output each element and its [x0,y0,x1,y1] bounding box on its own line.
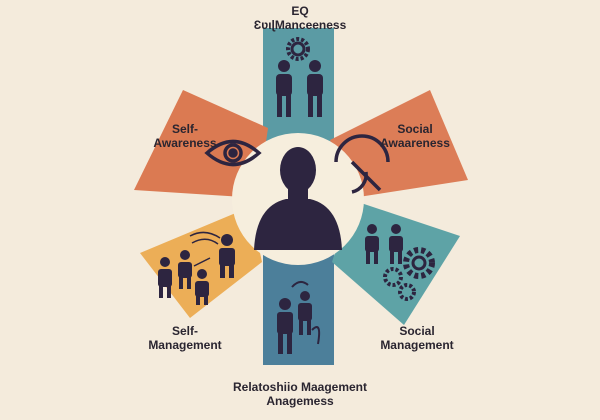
person-silhouette-icon [254,147,342,250]
label-self-awareness: Self- Awareness [140,122,230,150]
label-self-management: Self- Management [140,324,230,352]
label-self-management-line1: Self- [171,324,198,338]
two-people-icon [276,60,323,117]
label-self-management-line2: Management [148,338,222,352]
gear-icon [286,37,310,61]
relationship-people-icon [277,281,321,354]
bottom-title-line1: Relatoshiio Maagement [232,380,368,394]
eye-icon [204,139,262,167]
people-with-gears-icon [365,224,435,301]
label-self-awareness-line1: Self- [171,122,198,136]
bottom-title: Relatoshiio Maagement Anagemess [210,380,390,408]
band-self-awareness [134,90,268,198]
people-with-arrows-icon [158,231,235,305]
band-social-management [332,200,460,325]
label-social-management-line2: Management [380,338,454,352]
label-self-awareness-line2: Awareness [153,136,217,150]
top-title-line1: EQ [291,4,309,18]
bottom-title-line2: Anagemess [266,394,334,408]
compass-icon [334,134,390,194]
label-social-awareness-line1: Social [397,122,433,136]
top-title: EQ ƐʋιɭManceeness [240,4,360,32]
band-social-awareness [330,90,468,198]
label-social-awareness-line2: Awaareness [380,136,450,150]
label-social-management: Social Management [372,324,462,352]
label-social-management-line1: Social [399,324,435,338]
label-social-awareness: Social Awaareness [370,122,460,150]
top-title-line2: ƐʋιɭManceeness [253,18,347,32]
